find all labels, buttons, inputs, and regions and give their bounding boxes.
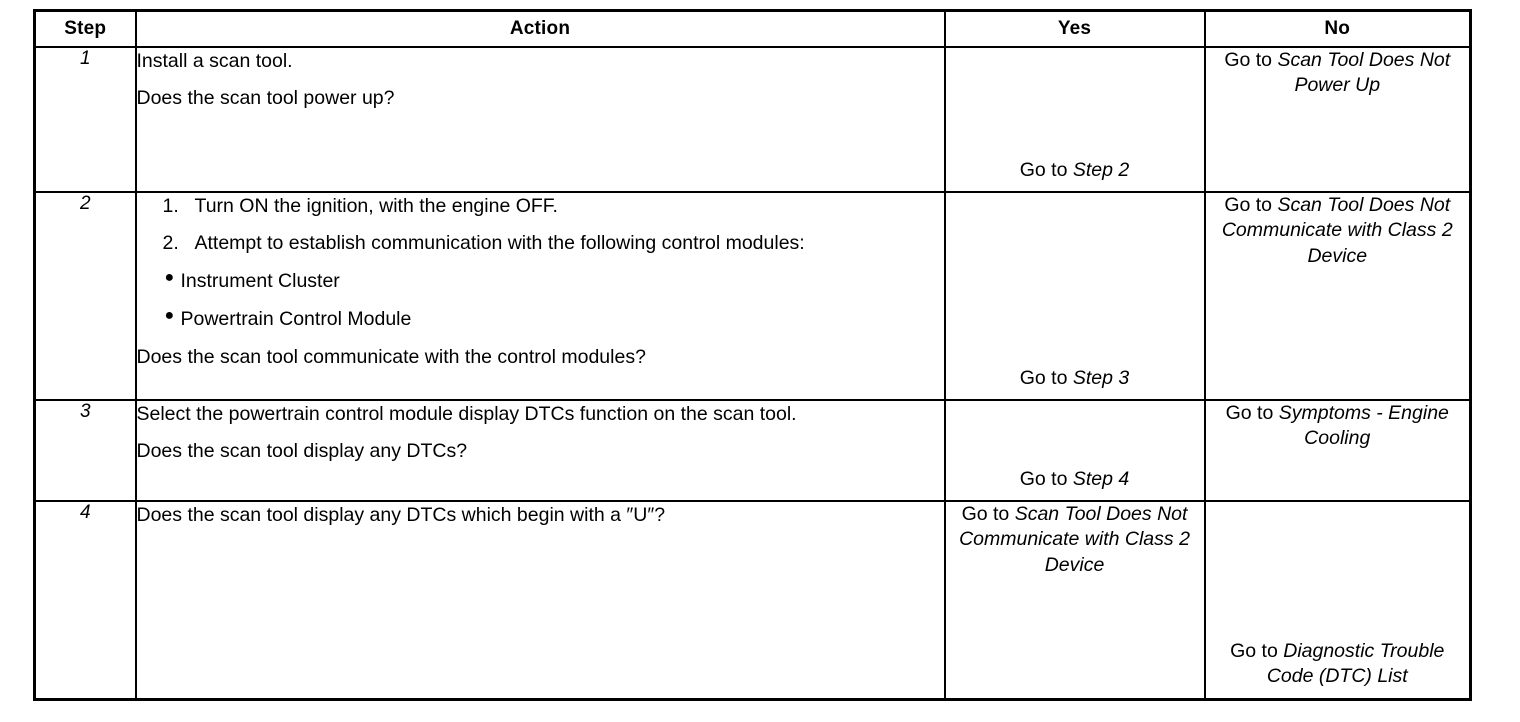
action-question: Does the scan tool display any DTCs whic… [136,504,666,526]
list-item: ● Powertrain Control Module [137,306,944,332]
table-row: 2 1. Turn ON the ignition, with the engi… [33,191,1472,401]
no-result-cell: Go to Diagnostic Trouble Code (DTC) List [1203,500,1472,700]
goto-reference: Go to Symptoms - Engine Cooling [1206,401,1470,452]
goto-prefix: Go to [961,503,1015,525]
goto-prefix: Go to [1019,467,1073,490]
list-item-number: 2. [162,232,179,255]
action-cell: 1. Turn ON the ignition, with the engine… [134,191,946,401]
table-row: 3 Select the powertrain control module d… [33,399,1472,502]
list-item: 2. Attempt to establish communication wi… [137,230,944,256]
step-number-cell: 3 [33,399,137,502]
goto-reference: Go to Step 2 [946,158,1204,183]
bullet-icon: ● [164,268,175,286]
numbered-instruction-list: 1. Turn ON the ignition, with the engine… [137,193,944,257]
list-item-text: Powertrain Control Module [180,307,412,330]
diagnostic-step-table: Step Action Yes No 1 Install a scan tool… [33,9,1472,701]
goto-prefix: Go to [1230,639,1284,662]
column-header-step: Step [33,9,137,48]
goto-reference: Go to Diagnostic Trouble Code (DTC) List [1206,639,1470,690]
action-text: Install a scan tool. [136,50,293,72]
yes-result-cell: Go to Scan Tool Does Not Communicate wit… [943,500,1206,700]
goto-prefix: Go to [1224,49,1278,71]
goto-target[interactable]: Scan Tool Does Not Communicate with Clas… [1221,194,1453,267]
goto-prefix: Go to [1019,366,1073,389]
no-result-content: Go to Diagnostic Trouble Code (DTC) List [1206,504,1470,690]
bullet-icon: ● [164,306,175,324]
yes-result-cell: Go to Step 4 [943,399,1206,502]
list-item-text: Instrument Cluster [180,269,340,292]
step-number-cell: 1 [33,46,137,193]
goto-target[interactable]: Symptoms - Engine Cooling [1278,402,1449,450]
table-row: 4 Does the scan tool display any DTCs wh… [33,500,1472,700]
step-number-cell: 2 [33,191,137,401]
goto-reference: Go to Step 3 [946,366,1204,391]
action-cell: Does the scan tool display any DTCs whic… [134,500,946,700]
action-question: Does the scan tool power up? [136,87,395,110]
action-cell: Install a scan tool. Does the scan tool … [134,46,946,193]
goto-reference: Go to Scan Tool Does Not Communicate wit… [946,502,1204,578]
list-item-number: 1. [162,195,179,217]
column-header-yes: Yes [943,9,1206,48]
goto-target[interactable]: Scan Tool Does Not Power Up [1277,49,1451,97]
goto-prefix: Go to [1019,158,1073,181]
goto-reference: Go to Step 4 [946,467,1204,492]
goto-target[interactable]: Step 4 [1072,467,1130,490]
action-text: Select the powertrain control module dis… [136,403,797,425]
no-result-cell: Go to Scan Tool Does Not Communicate wit… [1203,191,1472,401]
goto-target[interactable]: Step 2 [1072,158,1130,181]
list-item: 1. Turn ON the ignition, with the engine… [137,193,944,219]
goto-target[interactable]: Scan Tool Does Not Communicate with Clas… [959,503,1190,576]
table-row: 1 Install a scan tool. Does the scan too… [33,46,1472,193]
yes-result-content: Go to Scan Tool Does Not Communicate wit… [946,502,1204,688]
step-number-cell: 4 [33,500,137,700]
list-item-text: Turn ON the ignition, with the engine OF… [194,195,558,217]
bulleted-module-list: ● Instrument Cluster ● Powertrain Contro… [137,268,944,333]
column-header-no: No [1203,9,1472,48]
list-item-text: Attempt to establish communication with … [194,232,805,255]
yes-result-cell: Go to Step 3 [943,191,1206,401]
goto-reference: Go to Scan Tool Does Not Communicate wit… [1206,193,1470,269]
no-result-cell: Go to Symptoms - Engine Cooling [1203,399,1472,502]
goto-target[interactable]: Diagnostic Trouble Code (DTC) List [1266,639,1445,688]
goto-prefix: Go to [1224,194,1278,216]
goto-target[interactable]: Step 3 [1072,366,1130,389]
column-header-action: Action [134,9,946,48]
yes-result-cell: Go to Step 2 [943,46,1206,193]
list-item: ● Instrument Cluster [137,268,944,294]
goto-prefix: Go to [1225,402,1279,424]
action-cell: Select the powertrain control module dis… [134,399,946,502]
goto-reference: Go to Scan Tool Does Not Power Up [1206,48,1470,99]
no-result-cell: Go to Scan Tool Does Not Power Up [1203,46,1472,193]
action-question: Does the scan tool communicate with the … [136,346,646,369]
table-header-row: Step Action Yes No [33,9,1472,48]
action-question: Does the scan tool display any DTCs? [136,440,468,463]
